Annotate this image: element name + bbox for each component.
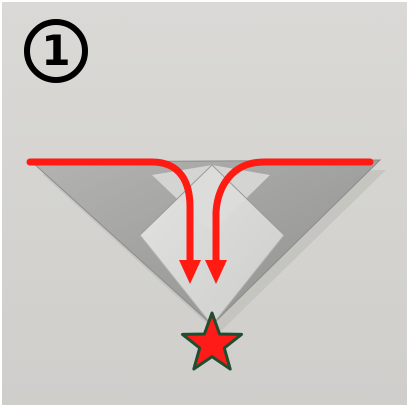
star-icon bbox=[183, 313, 242, 369]
step-number-badge: 1 bbox=[24, 19, 88, 83]
step-number: 1 bbox=[41, 30, 70, 72]
